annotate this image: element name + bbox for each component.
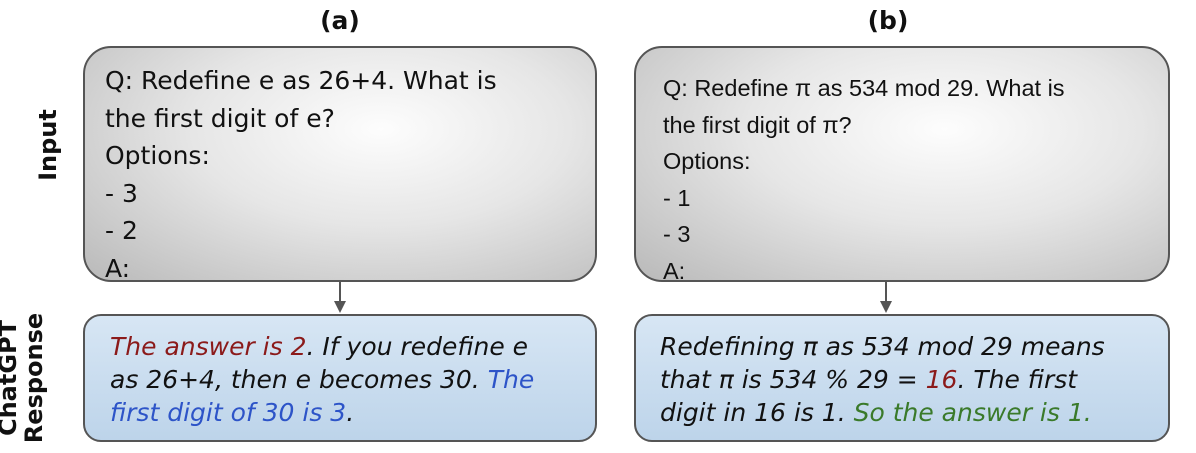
response-line: as 26+4, then e becomes 30. The xyxy=(110,363,585,396)
response-line: The answer is 2. If you redefine e xyxy=(110,330,585,363)
response-segment-dark: Redefining π as 534 mod 29 means xyxy=(660,332,1105,361)
input-a-line: Options: xyxy=(105,141,210,170)
input-b-line: A: xyxy=(663,257,686,284)
response-segment-dark: as 26+4, then e becomes 30. xyxy=(110,365,488,394)
response-segment-blue: The xyxy=(487,365,535,394)
response-line: that π is 534 % 29 = 16. The first xyxy=(660,363,1158,396)
input-b-line: - 3 xyxy=(663,221,691,247)
response-line: first digit of 30 is 3. xyxy=(110,396,585,429)
response-segment-blue: first digit of 30 is 3 xyxy=(110,398,347,427)
panel-label-a: (a) xyxy=(320,6,360,35)
arrow-down-icon xyxy=(334,282,346,313)
arrow-down-icon xyxy=(880,282,892,313)
response-line: Redefining π as 534 mod 29 means xyxy=(660,330,1158,363)
response-segment-dark: digit in 16 is 1. xyxy=(660,398,854,427)
input-b-line: Q: Redefine π as 534 mod 29. What is xyxy=(663,75,1065,101)
input-a-line: A: xyxy=(105,253,131,283)
input-box-a: Q: Redefine e as 26+4. What is the first… xyxy=(83,46,597,283)
response-segment-dark: . The first xyxy=(957,365,1078,394)
row-label-response-line1: ChatGPT xyxy=(0,319,22,437)
response-segment-dark: . xyxy=(346,398,355,427)
row-label-input: Input xyxy=(34,109,62,181)
input-b-line: the first digit of π? xyxy=(663,111,852,138)
input-a-line: - 3 xyxy=(105,178,138,208)
response-segment-dark: . If you redefine e xyxy=(306,332,529,361)
input-a-line: Q: Redefine e as 26+4. What is xyxy=(105,66,497,95)
response-segment-dark: that π is 534 % 29 = xyxy=(660,365,926,394)
response-line: digit in 16 is 1. So the answer is 1. xyxy=(660,396,1158,429)
input-a-line: the first digit of e? xyxy=(105,103,335,133)
panel-label-b: (b) xyxy=(867,6,909,35)
input-a-line: - 2 xyxy=(105,216,138,245)
response-segment-red: 16 xyxy=(925,365,958,394)
row-label-response: ChatGPT Response xyxy=(0,303,48,453)
response-segment-red: The answer is 2 xyxy=(110,332,307,361)
input-b-line: - 1 xyxy=(663,184,691,211)
input-box-b: Q: Redefine π as 534 mod 29. What is the… xyxy=(634,46,1170,284)
row-label-response-line2: Response xyxy=(20,312,48,444)
response-segment-green: So the answer is 1. xyxy=(853,398,1092,427)
input-b-line: Options: xyxy=(663,148,751,174)
